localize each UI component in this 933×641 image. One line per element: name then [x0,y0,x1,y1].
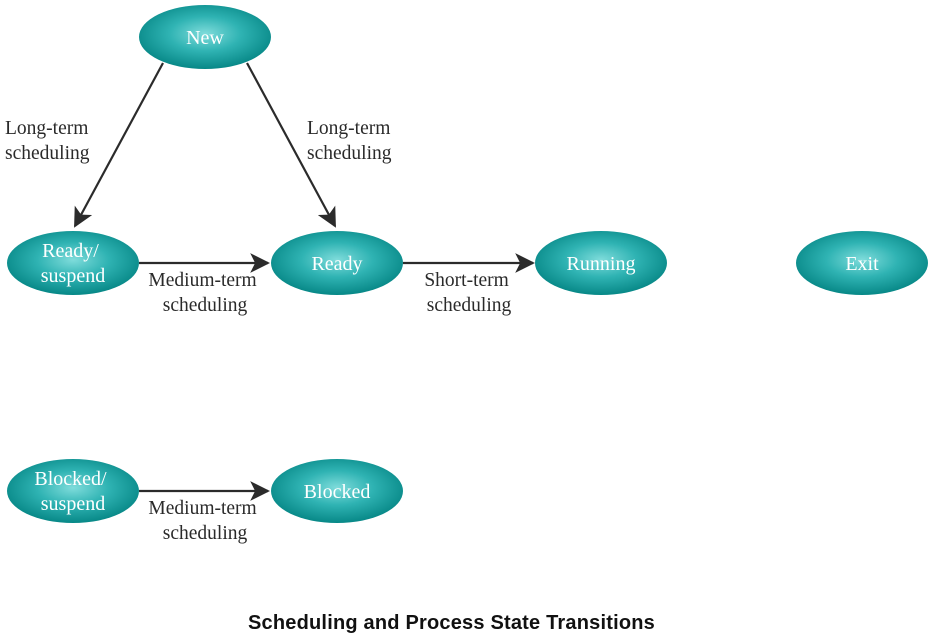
edge-new-to-ready [246,62,336,228]
state-ready-label: Ready [311,253,362,275]
state-ready-suspend: Ready/ suspend [7,231,139,295]
state-running-label: Running [567,253,636,275]
label-blocked-suspend-to-blocked: Medium-term scheduling [148,498,261,544]
state-new: New [139,5,271,69]
state-blocked-suspend-label: Blocked/ suspend [34,468,111,515]
state-ready-suspend-label: Ready/ suspend [41,240,105,287]
state-blocked: Blocked [271,459,403,523]
state-running: Running [535,231,667,295]
state-blocked-label: Blocked [304,481,371,503]
label-new-to-ready-suspend: Long-term scheduling [5,118,93,164]
edge-new-to-ready-suspend [74,62,164,228]
diagram-caption: Scheduling and Process State Transitions [248,612,655,634]
state-blocked-suspend: Blocked/ suspend [7,459,139,523]
label-ready-suspend-to-ready: Medium-term scheduling [148,270,261,316]
state-new-label: New [186,27,224,49]
label-new-to-ready: Long-term scheduling [307,118,395,164]
state-ready: Ready [271,231,403,295]
label-ready-to-running: Short-term scheduling [424,270,513,316]
state-exit: Exit [796,231,928,295]
state-exit-label: Exit [845,253,879,275]
